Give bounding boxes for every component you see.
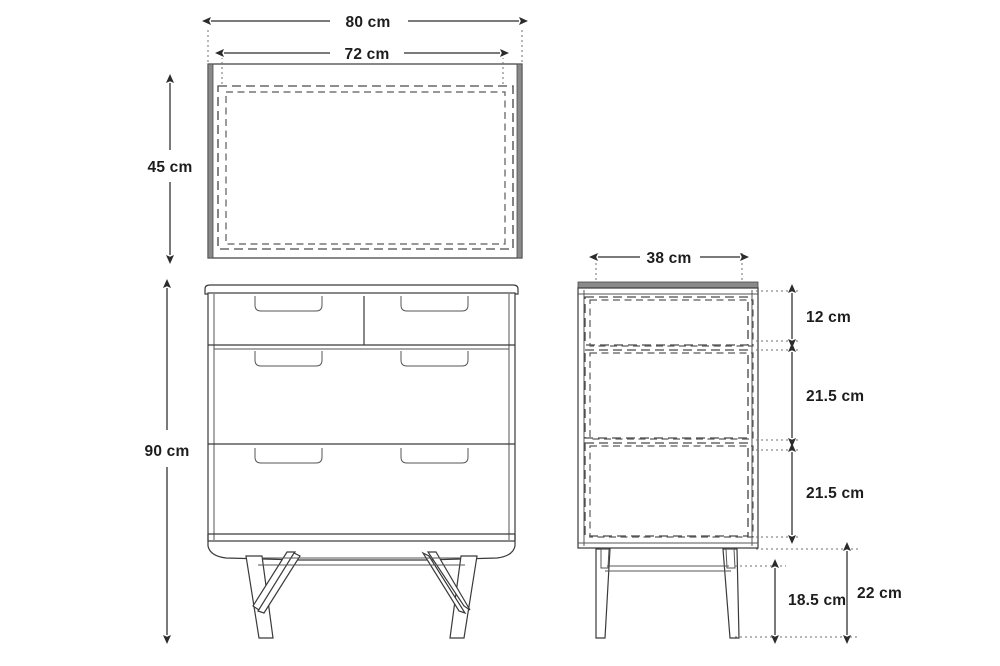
front-brace-right-outer xyxy=(426,551,471,611)
handle-recess-drawer4-left xyxy=(254,448,323,464)
top-view-outline xyxy=(207,63,523,259)
side-drawerbox-top xyxy=(584,296,749,346)
front-leg-right xyxy=(449,555,478,639)
front-base-apron xyxy=(207,534,516,561)
top-view-carcass-dashed xyxy=(217,85,514,250)
dim-label-overall-width: 80 cm xyxy=(346,14,391,31)
top-view-right-edge xyxy=(516,63,523,259)
side-drawerbox-bottom-inner xyxy=(589,445,754,538)
handle-recess-drawer3-right xyxy=(400,351,469,367)
dim-label-overall-height: 90 cm xyxy=(145,443,190,460)
side-view-group: 38 cm 12 cm 21.5 cm 21.5 cm 18.5 cm xyxy=(577,250,902,644)
front-brace-left-inner xyxy=(257,552,301,614)
top-view-group: 80 cm 72 cm 45 cm xyxy=(148,14,528,264)
top-view-left-edge xyxy=(207,63,214,259)
side-leg-back-notch xyxy=(600,548,610,569)
dim-label-leg-height: 18.5 cm xyxy=(788,592,846,609)
dim-label-drawer-top-height: 12 cm xyxy=(806,309,851,326)
side-drawerbox-mid-inner xyxy=(589,352,754,440)
handle-recess-drawer1-left xyxy=(254,296,323,312)
side-drawerbox-bottom xyxy=(584,442,749,537)
side-cabinet-body xyxy=(577,287,759,549)
dim-label-top-depth: 45 cm xyxy=(148,159,193,176)
dim-label-side-depth: 38 cm xyxy=(647,250,692,267)
dim-label-drawer-bottom-height: 21.5 cm xyxy=(806,485,864,502)
front-view-group: 90 cm xyxy=(145,279,519,644)
side-leg-front xyxy=(722,548,740,639)
front-cabinet-body xyxy=(207,292,516,542)
dim-label-inner-width: 72 cm xyxy=(345,46,390,63)
side-leg-front-notch xyxy=(725,548,736,569)
handle-recess-drawer3-left xyxy=(254,351,323,367)
handle-recess-drawer2-right xyxy=(400,296,469,312)
top-view-drawerbox-dashed xyxy=(225,91,506,245)
handle-recess-drawer4-right xyxy=(400,448,469,464)
dim-label-drawer-mid-height: 21.5 cm xyxy=(806,388,864,405)
dim-label-base-clearance: 22 cm xyxy=(857,585,902,602)
front-top-board xyxy=(204,284,519,295)
front-brace-right-inner xyxy=(421,551,467,615)
side-drawerbox-top-inner xyxy=(589,299,754,347)
